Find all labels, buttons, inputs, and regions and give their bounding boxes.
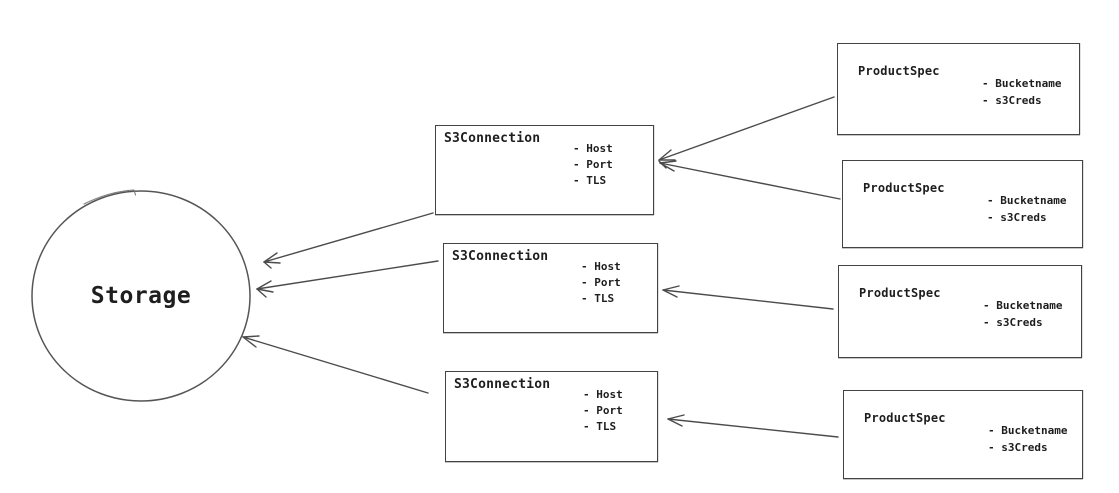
attribute-item: - Host (573, 142, 613, 155)
arrow-s3connection3-to-storage (242, 335, 429, 394)
arrowhead-sketch-tick (256, 288, 267, 298)
storage-circle (31, 190, 251, 402)
arrowhead-icon (662, 285, 680, 298)
connector-line (662, 289, 834, 310)
productspec-node-4: ProductSpec - Bucketname - s3Creds (843, 390, 1083, 479)
attribute-item: - Host (583, 388, 623, 401)
node-title: ProductSpec (858, 64, 940, 78)
attribute-item: - Bucketname (987, 194, 1067, 207)
productspec-node-2: ProductSpec - Bucketname - s3Creds (842, 160, 1083, 248)
attribute-list: - Host - Port - TLS (573, 141, 613, 189)
arrowhead-icon (667, 414, 685, 427)
connector-line (242, 336, 429, 394)
attribute-item: - Bucketname (988, 424, 1068, 437)
attribute-item: - s3Creds (988, 441, 1048, 454)
connector-line (263, 212, 434, 263)
node-title: S3Connection (454, 377, 551, 392)
arrow-productspec1-to-s3connection1 (658, 96, 835, 169)
connector-line (658, 96, 835, 161)
node-title: S3Connection (444, 131, 541, 146)
attribute-list: - Bucketname - s3Creds (987, 192, 1066, 226)
s3connection-node-2: S3Connection - Host - Port - TLS (443, 243, 658, 333)
connector-line (667, 418, 839, 438)
storage-node-label: Storage (90, 283, 192, 309)
node-title: ProductSpec (863, 181, 945, 195)
arrow-s3connection2-to-storage (256, 260, 439, 298)
productspec-node-3: ProductSpec - Bucketname - s3Creds (838, 265, 1082, 358)
attribute-item: - Bucketname (983, 299, 1063, 312)
attribute-list: - Host - Port - TLS (581, 259, 621, 307)
attribute-item: - Port (583, 404, 623, 417)
arrowhead-icon (242, 335, 260, 348)
storage-circle-sketch-overlap (83, 189, 137, 205)
attribute-list: - Bucketname - s3Creds (988, 422, 1067, 456)
productspec-node-1: ProductSpec - Bucketname - s3Creds (837, 43, 1080, 135)
attribute-list: - Bucketname - s3Creds (982, 75, 1061, 109)
attribute-item: - TLS (573, 174, 607, 187)
attribute-item: - TLS (583, 420, 617, 433)
arrowhead-icon (658, 149, 676, 161)
s3connection-node-3: S3Connection - Host - Port - TLS (445, 371, 658, 462)
node-title: S3Connection (452, 249, 549, 264)
attribute-item: - s3Creds (983, 316, 1043, 329)
attribute-item: - s3Creds (982, 94, 1042, 107)
attribute-item: - Port (581, 276, 621, 289)
connector-line (659, 162, 841, 200)
attribute-item: - TLS (581, 292, 615, 305)
attribute-item: - Port (573, 158, 613, 171)
attribute-list: - Bucketname - s3Creds (983, 297, 1062, 331)
attribute-list: - Host - Port - TLS (583, 387, 623, 435)
arrow-productspec4-to-s3connection3 (667, 414, 839, 438)
arrow-productspec3-to-s3connection2 (662, 285, 834, 310)
node-title: ProductSpec (859, 286, 941, 300)
attribute-item: - Host (581, 260, 621, 273)
attribute-item: - s3Creds (987, 211, 1047, 224)
s3connection-node-1: S3Connection - Host - Port - TLS (435, 125, 654, 215)
arrow-s3connection1-to-storage (263, 212, 434, 269)
arrow-productspec2-to-s3connection1 (659, 160, 841, 200)
connector-line (256, 260, 439, 290)
arrowhead-icon (659, 160, 677, 172)
arrowhead-sketch-tick (263, 261, 272, 269)
attribute-item: - Bucketname (982, 77, 1062, 90)
node-title: ProductSpec (864, 411, 946, 425)
